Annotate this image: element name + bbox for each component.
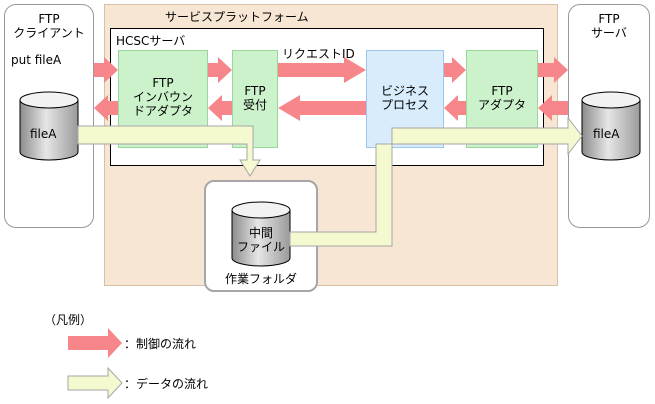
intermediate-file-line1: 中間 — [248, 226, 273, 240]
ftp-reception-line1: FTP — [244, 84, 266, 98]
server-file-label: fileA — [593, 127, 620, 141]
work-folder-label: 作業フォルダ — [224, 272, 297, 286]
intermediate-file-label: 中間 ファイル — [232, 226, 290, 254]
control-arrow-reception-to-inbound — [208, 95, 232, 121]
client-title-line2: クライアント — [13, 26, 85, 40]
business-process-line2: プロセス — [380, 98, 429, 112]
client-file-cylinder — [19, 91, 79, 161]
server-file-cylinder — [581, 91, 641, 161]
control-arrow-inbound-to-reception — [208, 57, 232, 83]
data-flow-arrow-work-folder-to-server — [289, 116, 583, 247]
request-id-label: リクエストID — [282, 47, 355, 61]
ftp-adapter-line1: FTP — [491, 84, 513, 98]
inbound-adapter-line2: インバウン — [132, 90, 193, 104]
server-title: FTP サーバ — [568, 12, 650, 40]
ftp-reception-label: FTP 受付 — [232, 84, 278, 112]
business-process-line1: ビジネス — [380, 84, 429, 98]
server-title-line2: サーバ — [591, 26, 627, 40]
ftp-reception-line2: 受付 — [242, 98, 267, 112]
inbound-adapter-line1: FTP — [152, 76, 174, 90]
control-arrow-client-to-inbound — [94, 57, 118, 83]
control-arrow-server-to-adapter — [538, 95, 568, 121]
control-arrow-adapter-to-business-process — [444, 95, 466, 121]
inbound-adapter-label: FTP インバウン ドアダプタ — [118, 76, 208, 118]
legend-data-flow-label: ：データの流れ — [124, 377, 209, 391]
business-process-label: ビジネス プロセス — [366, 84, 444, 112]
client-title-line1: FTP — [38, 12, 60, 26]
control-arrow-inbound-to-client — [94, 95, 118, 121]
intermediate-file-cylinder — [231, 201, 291, 267]
client-title: FTP クライアント — [4, 12, 94, 40]
data-flow-arrow-client-to-work-folder — [77, 125, 261, 177]
client-file-label: fileA — [30, 127, 57, 141]
legend-control-flow-label: ：制御の流れ — [124, 337, 197, 351]
hcsc-title: HCSCサーバ — [116, 34, 186, 48]
legend-control-arrow — [68, 328, 122, 358]
intermediate-file-line2: ファイル — [236, 240, 285, 254]
client-command: put fileA — [11, 53, 62, 67]
control-arrow-business-process-to-adapter — [444, 57, 466, 83]
control-arrow-reception-to-business-process — [278, 57, 366, 83]
control-arrow-adapter-to-server — [538, 57, 568, 83]
legend-title: （凡例） — [44, 313, 93, 327]
ftp-adapter-line2: アダプタ — [477, 98, 526, 112]
control-arrow-business-process-to-reception — [278, 95, 366, 121]
platform-title: サービスプラットフォーム — [165, 10, 309, 24]
inbound-adapter-line3: ドアダプタ — [132, 104, 193, 118]
ftp-adapter-label: FTP アダプタ — [466, 84, 538, 112]
legend-data-arrow — [67, 366, 123, 400]
server-title-line1: FTP — [598, 12, 620, 26]
